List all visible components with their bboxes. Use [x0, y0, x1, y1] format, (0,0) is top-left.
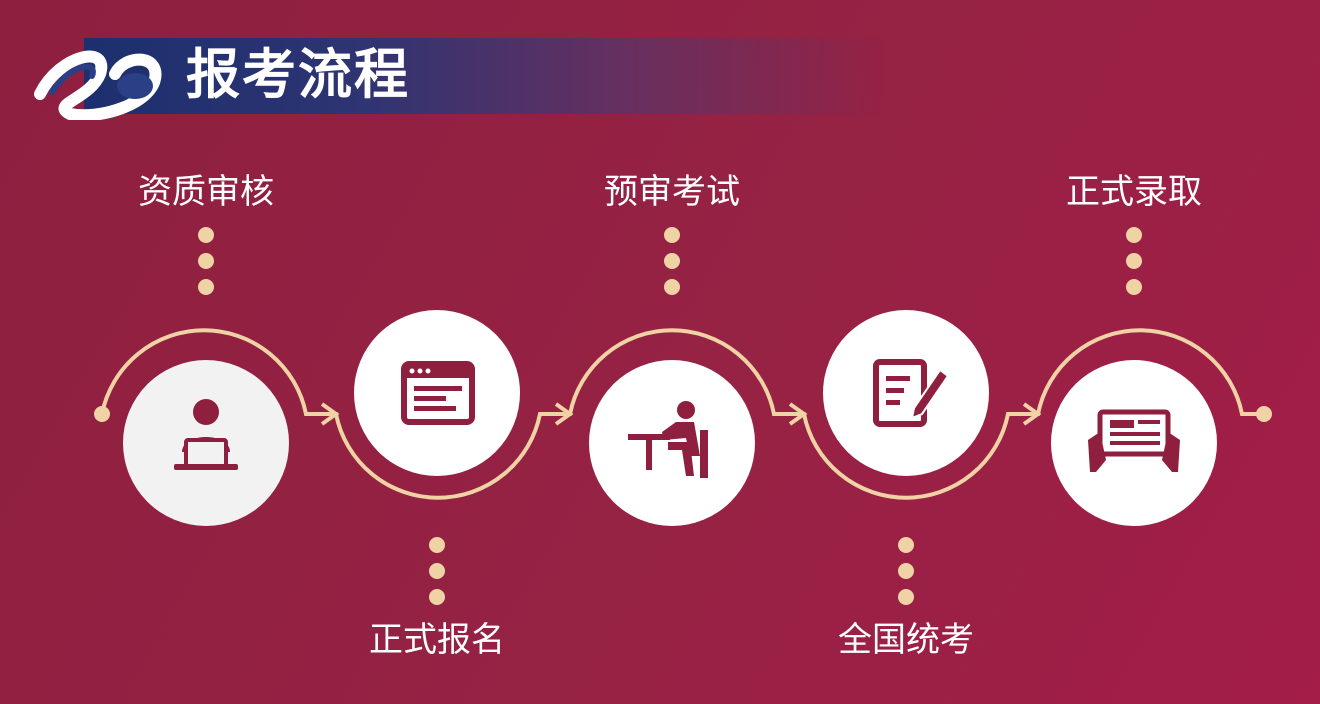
step-label-3: 预审考试: [604, 172, 740, 212]
flow-connector-line: [100, 328, 1264, 500]
dot-leader-5: [1126, 227, 1142, 295]
flow-end-dot: [1256, 406, 1272, 422]
hands-holding-paper-icon: [1088, 409, 1180, 472]
dot-leader-1: [198, 227, 214, 295]
logo-icon: [34, 50, 162, 120]
step-label-1: 资质审核: [138, 172, 274, 212]
step-circle-2: [354, 310, 520, 476]
step-circle-4: [823, 310, 989, 476]
step-label-2: 正式报名: [369, 620, 505, 660]
user-at-computer-icon: [174, 399, 238, 470]
arrow-3-icon: [788, 402, 808, 426]
page-title: 报考流程: [186, 43, 410, 106]
document-edit-icon: [873, 359, 950, 427]
dot-leader-4: [898, 537, 914, 605]
arrow-2-icon: [554, 402, 574, 426]
step-label-4: 全国统考: [838, 620, 974, 660]
browser-window-icon: [401, 361, 475, 425]
dot-leader-2: [429, 537, 445, 605]
step-label-5: 正式录取: [1066, 172, 1202, 212]
dot-leader-3: [664, 227, 680, 295]
flow-start-dot: [94, 406, 110, 422]
title-banner: [84, 38, 884, 114]
arrow-4-icon: [1022, 402, 1042, 426]
arrow-1-icon: [320, 402, 340, 426]
person-at-desk-icon: [628, 401, 708, 478]
